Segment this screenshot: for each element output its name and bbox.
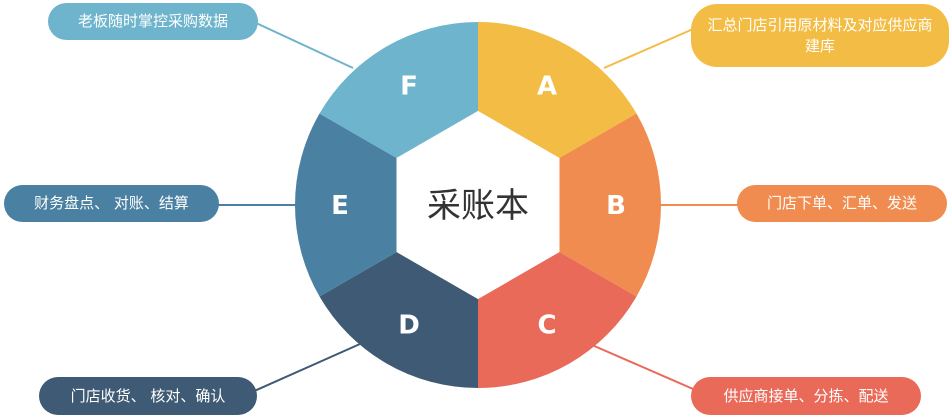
segment-letter-e: E xyxy=(331,191,349,221)
segment-f xyxy=(319,21,478,158)
connector-lines xyxy=(218,21,738,393)
description-d-text: 门店收货、 核对、确认 xyxy=(70,386,226,405)
connector-d xyxy=(251,343,361,393)
description-b-text: 门店下单、汇单、发送 xyxy=(766,194,917,212)
segment-letters: A B C D E F xyxy=(331,71,626,340)
connector-c xyxy=(591,344,701,393)
description-d: 门店收货、 核对、确认 xyxy=(39,377,257,415)
description-a-text: 汇总门店引用原材料及对应供应商建库 xyxy=(707,15,933,55)
center-hexagon xyxy=(396,111,560,299)
description-b: 门店下单、汇单、发送 xyxy=(737,185,947,222)
segment-ring xyxy=(295,21,661,388)
segment-letter-b: B xyxy=(606,191,626,221)
description-a: 汇总门店引用原材料及对应供应商建库 xyxy=(691,4,949,67)
segment-b xyxy=(559,113,661,297)
center-title: 采账本 xyxy=(427,186,529,226)
segment-d xyxy=(319,252,478,388)
segment-e xyxy=(295,113,397,297)
connector-f xyxy=(253,21,354,69)
connector-a xyxy=(603,25,701,69)
description-c-text: 供应商接单、分拣、配送 xyxy=(723,386,889,405)
description-e-text: 财务盘点、 对账、结算 xyxy=(34,194,189,212)
segment-c xyxy=(478,252,637,388)
segment-letter-c: C xyxy=(537,311,556,341)
description-e: 财务盘点、 对账、结算 xyxy=(4,185,219,222)
segment-a xyxy=(478,22,637,158)
segment-letter-d: D xyxy=(398,311,420,341)
segment-letter-f: F xyxy=(400,71,418,101)
segment-letter-a: A xyxy=(537,71,557,101)
description-f-text: 老板随时掌控采购数据 xyxy=(77,12,228,30)
description-f: 老板随时掌控采购数据 xyxy=(48,3,258,40)
description-c: 供应商接单、分拣、配送 xyxy=(691,377,921,415)
